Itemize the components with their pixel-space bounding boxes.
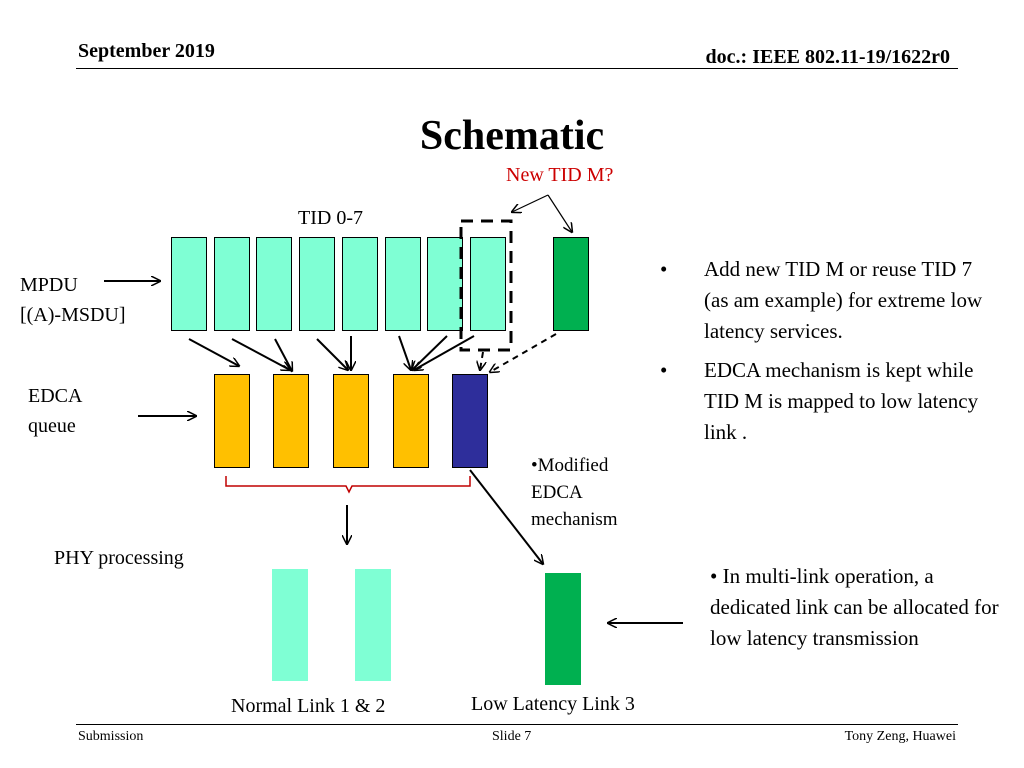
tid-box [256,237,292,331]
edca-queue-box [393,374,429,468]
tid-edca-arrow [188,338,239,366]
bullet-marker: • [660,257,668,281]
edca-queue-box [333,374,369,468]
mlo-note: • In multi-link operation, a dedicated l… [710,564,999,650]
header-doc-id: doc.: IEEE 802.11-19/1622r0 [705,46,950,68]
bullet-text: Add new TID M or reuse TID 7 (as am exam… [704,257,983,343]
normal-link-label: Normal Link 1 & 2 [231,695,386,717]
tid-box [342,237,378,331]
tidm-dashed-arrow [490,333,557,372]
tid-edca-arrow [274,338,292,371]
edca-queue-box [273,374,309,468]
edca-queue-m-box [452,374,488,468]
normal-link-1-bar [272,569,308,681]
bullet-item: • Add new TID M or reuse TID 7 (as am ex… [660,254,1000,347]
slide-title: Schematic [419,113,605,159]
modified-line3: mechanism [531,509,618,530]
tid-box-7 [470,237,506,331]
edca-brace [225,476,471,494]
bullet-list: • Add new TID M or reuse TID 7 (as am ex… [660,254,1000,448]
header-date: September 2019 [78,40,215,62]
low-latency-link-bar [545,573,581,685]
bullet-marker: • [660,358,668,382]
mpdu-label-line1: MPDU [20,274,78,296]
tid-edca-arrow [412,335,448,370]
footer-rule [76,724,958,725]
tid-edca-arrow [316,338,348,370]
footer-submission: Submission [78,729,144,744]
tid-box [214,237,250,331]
modified-line1: •Modified [531,455,609,476]
footer-slide-number: Slide 7 [492,729,532,744]
new-tid-callout-arrow [547,194,572,232]
modified-line2: EDCA [531,482,583,503]
footer-author: Tony Zeng, Huawei [844,729,956,744]
edca-queue-box [214,374,250,468]
header-rule [76,68,958,69]
low-latency-link-label: Low Latency Link 3 [471,693,635,715]
tid7-dashed-arrow [480,351,483,370]
new-tid-callout-arrow [512,194,549,212]
mpdu-label: MPDU [(A)-MSDU] [20,270,126,330]
edca-label-line2: queue [28,415,76,437]
tid-edca-arrow [398,335,411,370]
modified-edca-note: •Modified EDCA mechanism [531,452,618,533]
tid-box [299,237,335,331]
edca-label-line1: EDCA [28,385,83,407]
tid-range-label: TID 0-7 [298,207,363,229]
edca-m-to-link3-arrow [469,469,543,564]
tid-box [427,237,463,331]
normal-link-2-bar [355,569,391,681]
new-tid-label: New TID M? [506,164,614,186]
tid-edca-arrow [231,338,290,370]
tid-edca-arrow [414,335,475,370]
tid7-dashed-frame [459,219,513,352]
bullet-text: EDCA mechanism is kept while TID M is ma… [704,358,979,444]
tid-box [385,237,421,331]
mpdu-label-line2: [(A)-MSDU] [20,304,126,326]
edca-queue-label: EDCA queue [28,381,82,441]
phy-processing-label: PHY processing [54,547,184,569]
tid-box [171,237,207,331]
tid-m-box [553,237,589,331]
bullet-item: • EDCA mechanism is kept while TID M is … [660,355,1000,448]
